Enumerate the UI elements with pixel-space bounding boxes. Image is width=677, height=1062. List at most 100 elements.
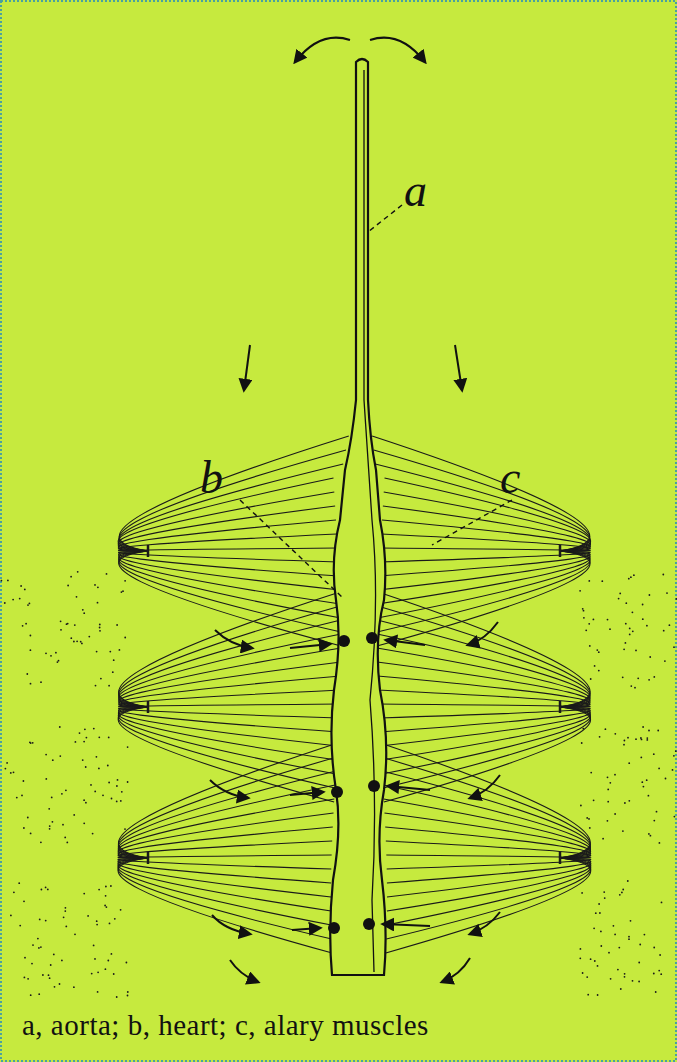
muscle-fibre	[119, 690, 341, 707]
stipple-dot	[642, 618, 644, 620]
stipple-dot	[94, 791, 96, 793]
muscle-fibre	[372, 436, 590, 551]
stipple-dot	[585, 629, 587, 631]
stipple-dot	[662, 574, 664, 576]
stipple-dot	[81, 643, 83, 645]
muscle-fibre	[119, 634, 341, 707]
stipple-dot	[98, 736, 100, 738]
stipple-dot	[48, 974, 50, 976]
stipple-dot	[629, 628, 631, 630]
stipple-dot	[94, 584, 96, 586]
stipple-dot	[593, 619, 595, 621]
stipple-dot	[628, 800, 630, 802]
stipple-dot	[88, 636, 90, 638]
stipple-dot	[96, 651, 98, 653]
stipple-dot	[70, 576, 72, 578]
stipple-dot	[646, 779, 648, 781]
muscle-fibre	[383, 785, 591, 858]
muscle-fibre	[118, 827, 333, 858]
stipple-dot	[632, 980, 634, 982]
stipple-dot	[579, 590, 581, 592]
stipple-dot	[588, 623, 590, 625]
muscle-fibre	[378, 606, 590, 707]
stipple-dot	[605, 728, 607, 730]
muscle-fibre	[118, 855, 332, 858]
stipple-dot	[113, 659, 115, 661]
stipple-dot	[658, 768, 660, 770]
stipple-dot	[648, 679, 650, 681]
stipple-dot	[5, 768, 7, 770]
stipple-dot	[675, 750, 677, 752]
stipple-dot	[594, 960, 596, 962]
stipple-dot	[32, 742, 34, 744]
stipple-dot	[590, 958, 592, 960]
muscle-fibre	[384, 492, 591, 551]
stipple-dot	[607, 820, 609, 822]
stipple-dot	[30, 742, 32, 744]
stipple-dot	[77, 571, 79, 573]
muscle-fibre	[382, 771, 590, 858]
stipple-dot	[30, 833, 32, 835]
stipple-dot	[18, 882, 20, 884]
stipple-dot	[116, 624, 118, 626]
muscle-fibre	[374, 450, 590, 551]
stipple-dot	[653, 973, 655, 975]
stipple-dot	[596, 649, 598, 651]
stipple-dot	[91, 973, 93, 975]
stipple-dot	[31, 963, 33, 965]
stipple-dot	[112, 671, 114, 673]
stipple-dot	[62, 824, 64, 826]
stipple-dot	[53, 954, 55, 956]
stipple-dot	[583, 617, 585, 619]
muscle-fibre	[119, 592, 340, 707]
stipple-dot	[586, 976, 588, 978]
part-letter: c	[500, 455, 520, 501]
stipple-dot	[114, 918, 116, 920]
muscle-fibre	[119, 551, 341, 618]
stipple-dot	[104, 905, 106, 907]
stipple-dot	[32, 944, 34, 946]
muscle-fibre	[118, 858, 331, 897]
stipple-dot	[625, 602, 627, 604]
stipple-dot	[82, 759, 84, 761]
stipple-dot	[633, 574, 635, 576]
stipple-dot	[74, 624, 76, 626]
ostia	[328, 632, 380, 934]
stipple-dot	[73, 986, 75, 988]
stipple-dot	[86, 737, 88, 739]
muscle-fibre	[386, 858, 591, 953]
stipple-dot	[65, 907, 67, 909]
stipple-dot	[635, 738, 637, 740]
stipple-dot	[663, 630, 665, 632]
stipple-dot	[107, 960, 109, 962]
stipple-dot	[598, 903, 600, 905]
stipple-dot	[127, 991, 129, 993]
stipple-dot	[27, 604, 29, 606]
stipple-dot	[29, 603, 31, 605]
stipple-dot	[74, 933, 76, 935]
muscle-fibre	[118, 858, 331, 925]
stipple-dot	[121, 591, 123, 593]
stipple-dot	[624, 976, 626, 978]
stipple-dot	[83, 741, 85, 743]
stipple-dot	[116, 801, 118, 803]
stipple-dot	[76, 596, 78, 598]
muscle-fibre	[118, 771, 336, 858]
stipple-dot	[655, 991, 657, 993]
stipple-dot	[649, 656, 651, 658]
stipple-dot	[628, 938, 630, 940]
muscle-fibre	[118, 858, 331, 883]
stipple-dot	[102, 794, 104, 796]
stipple-dot	[75, 741, 77, 743]
stipple-dot	[40, 841, 42, 843]
stipple-dot	[614, 774, 616, 776]
stipple-dot	[597, 994, 599, 996]
stipple-dot	[627, 737, 629, 739]
stipple-dot	[604, 897, 606, 899]
stipple-dot	[609, 782, 611, 784]
stipple-dot	[79, 732, 81, 734]
stipple-dot	[600, 931, 602, 933]
stipple-dot	[624, 802, 626, 804]
muscle-attachment	[559, 852, 562, 864]
stipple-dot	[589, 645, 591, 647]
